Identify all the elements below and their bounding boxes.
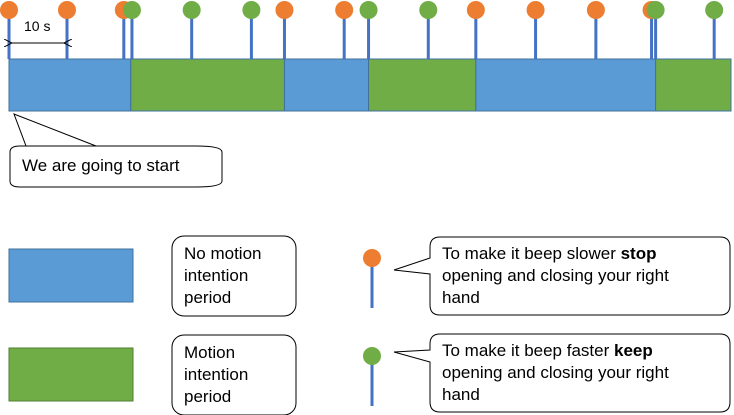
legend-motion-line-3: period [184,387,232,406]
start-callout-text: We are going to start [22,156,180,175]
slower-instruction-text: To make it beep slower stop opening and … [442,243,669,309]
legend-no-motion-swatch [8,248,134,303]
orange-marker-13 [586,1,605,59]
green-marker-5 [182,1,201,59]
legend-motion-line-2: intention [184,365,249,384]
faster-instruction-bubble [393,333,731,413]
slower-instruction-bubble [393,236,731,316]
no-motion-period-5 [475,58,657,112]
green-marker-15 [646,1,665,59]
no-motion-period-1 [8,58,132,112]
orange-marker-1 [0,1,18,59]
slower-bold-word: stop [620,244,657,263]
green-marker-16 [705,1,724,59]
no-motion-period-3 [283,58,370,112]
faster-line-3: hand [442,385,480,404]
legend-no-motion-line-2: intention [184,266,249,285]
motion-period-4 [368,58,477,112]
legend-green-marker [363,347,381,406]
legend-no-motion-line-1: No motion [184,244,262,263]
legend-no-motion-line-3: period [184,288,232,307]
faster-line-2: opening and closing your right [442,363,669,382]
timeline-markers [0,1,724,59]
start-callout-bubble [9,113,223,188]
motion-period-6 [655,58,732,112]
green-marker-6 [242,1,261,59]
timeline-periods [8,58,732,112]
legend-motion-swatch [8,347,134,402]
legend-no-motion-label: No motion intention period [184,243,261,309]
orange-marker-2 [57,1,76,59]
orange-marker-12 [526,1,545,59]
legend-motion-label: Motion intention period [184,342,248,408]
slower-prefix: To make it beep slower [442,244,621,263]
legend-motion-line-1: Motion [184,343,236,362]
legend-no-motion-box [171,235,297,317]
slower-line-3: hand [442,288,480,307]
slower-line-2: opening and closing your right [442,266,669,285]
orange-marker-11 [466,1,485,59]
green-marker-4 [122,1,141,59]
orange-marker-8 [335,1,354,59]
orange-marker-7 [275,1,294,59]
faster-instruction-text: To make it beep faster keep opening and … [442,340,669,406]
faster-bold-word: keep [613,341,653,360]
legend-orange-marker [363,249,381,308]
scale-label: 10 s [24,18,51,34]
legend-motion-box [171,334,297,415]
green-marker-10 [419,1,438,59]
motion-period-2 [130,58,285,112]
green-marker-9 [359,1,378,59]
faster-prefix: To make it beep faster [442,341,614,360]
